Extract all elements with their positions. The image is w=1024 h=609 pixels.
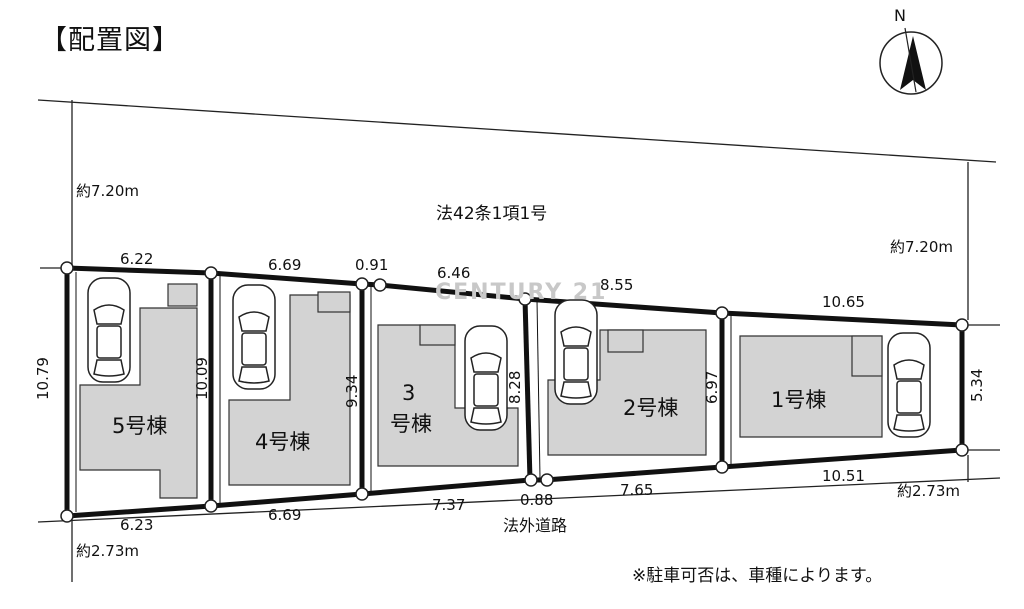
dim-side-2: 10.09: [193, 357, 211, 400]
dim-top-5: 8.55: [600, 276, 634, 294]
building-2-label: 2号棟: [623, 396, 679, 420]
dim-bottom-2: 6.69: [268, 506, 302, 524]
dim-bottom-4: 0.88: [520, 491, 554, 509]
building-1-label: 1号棟: [771, 388, 827, 412]
building-4-label: 4号棟: [255, 430, 311, 454]
boundary-markers: [60, 261, 969, 523]
dim-side-3: 9.34: [343, 374, 361, 408]
car-icon: [232, 284, 276, 390]
dim-bottom-3: 7.37: [432, 496, 466, 514]
parking-note: ※駐車可否は、車種によります。: [632, 566, 883, 586]
building-5-label: 5号棟: [112, 414, 168, 438]
dim-side-5: 6.97: [703, 370, 721, 404]
inner-lines: [75, 272, 732, 512]
road-width-right-bottom: 約2.73m: [897, 482, 961, 500]
watermark: CENTURY 21: [435, 280, 608, 305]
dim-side-1: 10.79: [34, 357, 52, 400]
dim-bottom-6: 10.51: [822, 467, 865, 485]
building-2: [547, 329, 707, 456]
road-width-left-top: 約7.20m: [76, 182, 140, 200]
dim-bottom-1: 6.23: [120, 516, 154, 534]
building-3-label-line1: 3: [402, 381, 416, 405]
compass-label: N: [894, 6, 906, 25]
page-title: 【配置図】: [40, 25, 180, 56]
dim-top-6: 10.65: [822, 293, 865, 311]
dim-top-3: 0.91: [355, 256, 389, 274]
car-icon: [887, 332, 931, 438]
building-5: [79, 307, 198, 499]
building-3-label-line2: 号棟: [390, 412, 432, 436]
road-width-left-bottom: 約2.73m: [76, 542, 140, 560]
car-icon: [87, 277, 131, 383]
dim-top-4: 6.46: [437, 264, 471, 282]
building-1: [739, 335, 883, 438]
car-icon: [464, 325, 508, 431]
north-road-label: 法42条1項1号: [436, 204, 548, 224]
dim-top-1: 6.22: [120, 250, 154, 268]
dim-side-6: 5.34: [968, 368, 986, 402]
dim-top-2: 6.69: [268, 256, 302, 274]
car-icon: [554, 299, 598, 405]
dim-side-4: 8.28: [506, 370, 524, 404]
car-icons: [87, 277, 931, 438]
south-road-label: 法外道路: [503, 516, 568, 535]
north-arrow-icon: [879, 27, 943, 95]
building-footprints: [79, 283, 883, 499]
dim-bottom-5: 7.65: [620, 481, 654, 499]
road-lines: [37, 99, 1001, 582]
road-width-right-top: 約7.20m: [890, 238, 954, 256]
